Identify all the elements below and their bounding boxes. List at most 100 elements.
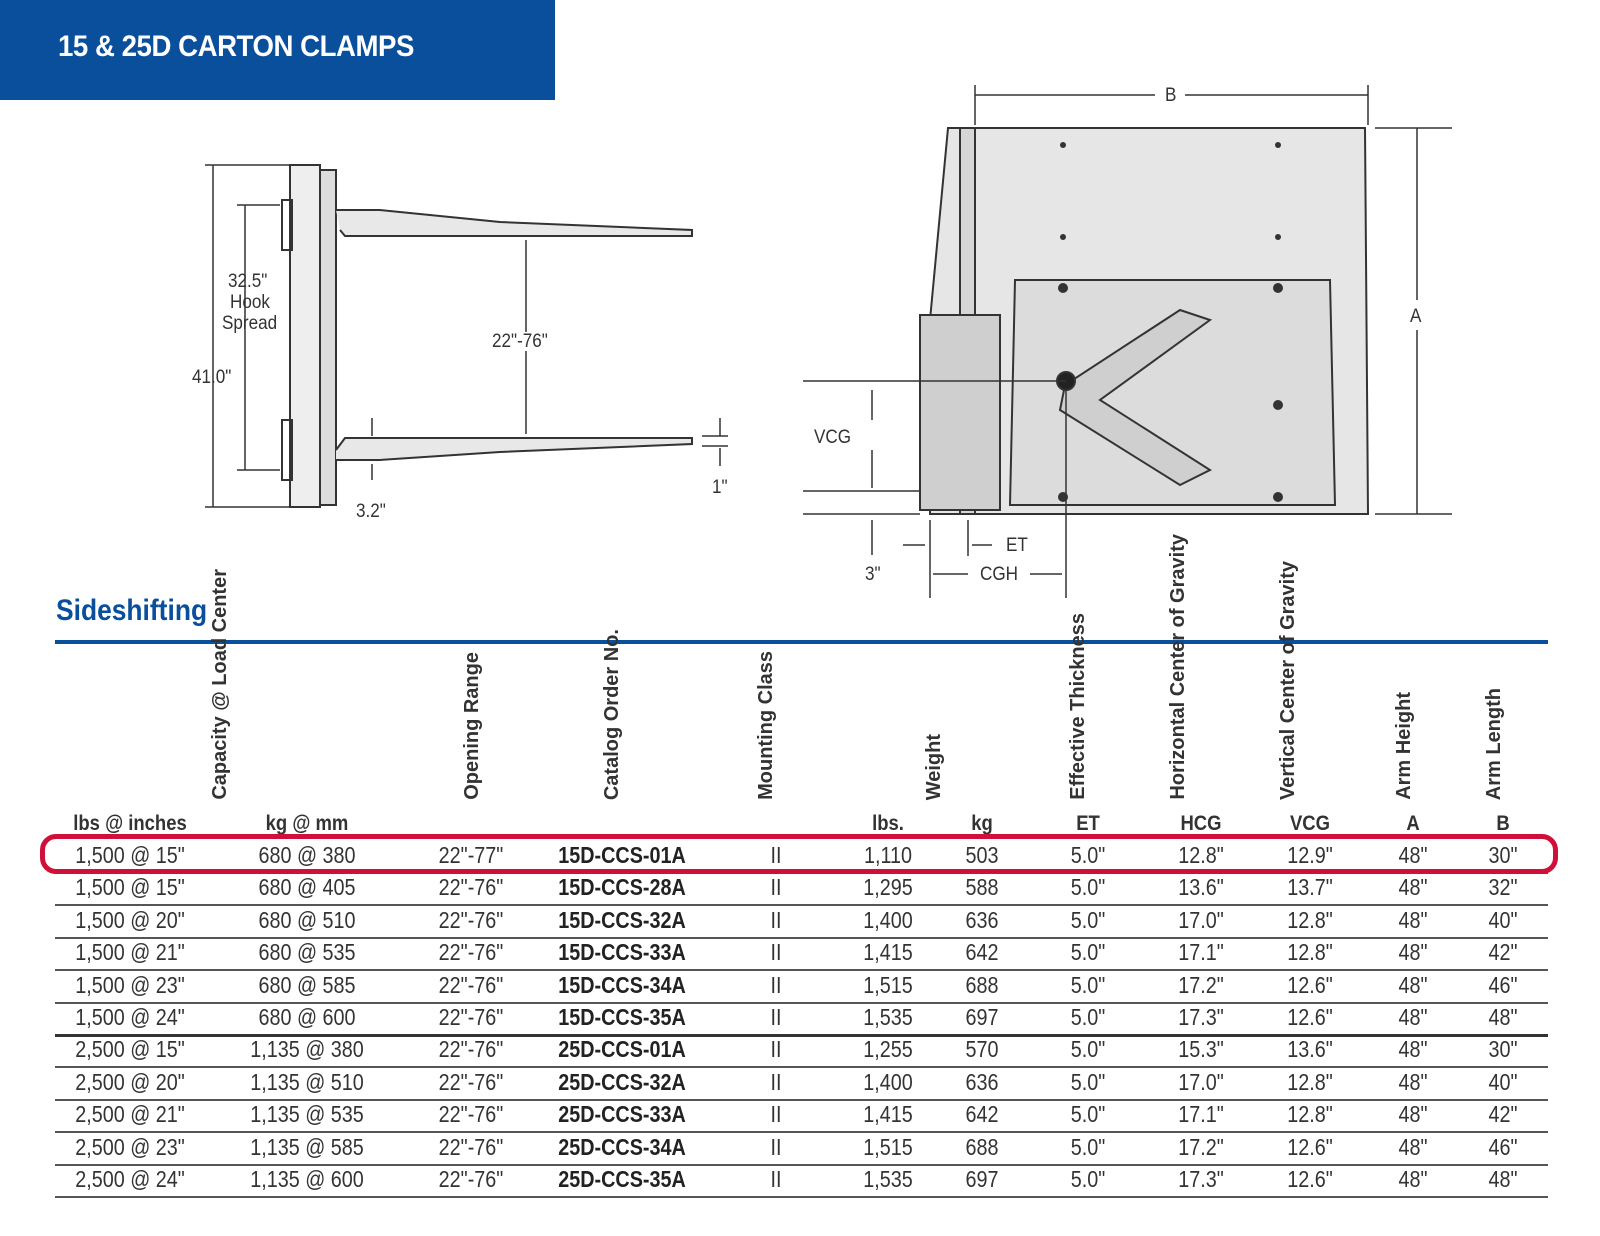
cell-catalog-no: 25D-CCS-01A (558, 1036, 686, 1063)
cell-capacity-lbs: 1,500 @ 15" (75, 842, 185, 868)
cell-hcg: 17.0" (1178, 1068, 1224, 1095)
dim-b-label: B (1165, 85, 1177, 106)
cell-weight-kg: 697 (965, 1166, 999, 1192)
cell-arm-height: 48" (1398, 906, 1428, 933)
cell-capacity-kg: 680 @ 510 (258, 906, 356, 933)
cell-weight-lbs: 1,295 (863, 874, 913, 901)
cell-arm-height: 48" (1398, 939, 1428, 966)
cell-weight-lbs: 1,535 (863, 1166, 913, 1192)
cell-opening-range: 22"-76" (438, 1133, 504, 1160)
cell-weight-kg: 642 (965, 939, 999, 966)
cell-capacity-lbs: 1,500 @ 15" (75, 874, 185, 901)
cell-weight-kg: 697 (965, 1004, 999, 1030)
cell-capacity-lbs: 2,500 @ 21" (75, 1101, 185, 1128)
cell-arm-length: 40" (1488, 906, 1518, 933)
cell-hcg: 17.3" (1178, 1004, 1224, 1030)
cell-arm-length: 32" (1488, 874, 1518, 901)
cell-capacity-kg: 680 @ 600 (258, 1004, 356, 1030)
cell-arm-height: 48" (1398, 1004, 1428, 1030)
cell-capacity-kg: 680 @ 585 (258, 971, 356, 998)
header-catalog: Catalog Order No. (601, 628, 623, 800)
cell-vcg: 12.8" (1287, 906, 1333, 933)
cell-arm-length: 46" (1488, 1133, 1518, 1160)
cell-effective-thickness: 5.0" (1070, 971, 1106, 998)
cell-catalog-no: 15D-CCS-35A (558, 1004, 686, 1030)
subheader-hcg: HCG (1180, 812, 1222, 835)
cell-weight-lbs: 1,415 (863, 1101, 913, 1128)
cell-mounting-class: II (770, 939, 782, 966)
table-row: 1,500 @ 21" 680 @ 535 22"-76" 15D-CCS-33A II… (55, 937, 1548, 972)
cell-weight-lbs: 1,110 (863, 842, 913, 868)
cell-vcg: 12.8" (1287, 1101, 1333, 1128)
cell-vcg: 13.7" (1287, 874, 1333, 901)
header-effective-thickness: Effective Thickness (1067, 613, 1089, 800)
header-hcg: Horizontal Center of Gravity (1167, 534, 1189, 800)
dim-a-label: A (1410, 306, 1422, 327)
cell-arm-length: 48" (1488, 1004, 1518, 1030)
cell-capacity-lbs: 1,500 @ 24" (75, 1004, 185, 1030)
cell-capacity-lbs: 1,500 @ 20" (75, 906, 185, 933)
cell-catalog-no: 15D-CCS-34A (558, 971, 686, 998)
cell-arm-length: 30" (1488, 842, 1518, 868)
hook-spread-value: 32.5" (228, 271, 268, 292)
cell-weight-lbs: 1,400 (863, 906, 913, 933)
cell-weight-lbs: 1,535 (863, 1004, 913, 1030)
cell-effective-thickness: 5.0" (1070, 1133, 1106, 1160)
cell-opening-range: 22"-76" (438, 1166, 504, 1192)
header-capacity: Capacity @ Load Center (209, 569, 231, 800)
cell-mounting-class: II (770, 1004, 782, 1030)
opening-range-value: 22"-76" (492, 331, 548, 352)
cell-weight-kg: 570 (965, 1036, 999, 1063)
cell-capacity-kg: 680 @ 380 (258, 842, 356, 868)
cell-weight-lbs: 1,515 (863, 971, 913, 998)
cell-arm-length: 40" (1488, 1068, 1518, 1095)
cell-effective-thickness: 5.0" (1070, 939, 1106, 966)
cell-capacity-kg: 1,135 @ 600 (250, 1166, 364, 1192)
cell-arm-length: 30" (1488, 1036, 1518, 1063)
cell-weight-kg: 688 (965, 971, 999, 998)
cell-arm-height: 48" (1398, 1101, 1428, 1128)
arm-thickness-value: 1" (712, 477, 728, 498)
cell-effective-thickness: 5.0" (1070, 1036, 1106, 1063)
cell-arm-length: 42" (1488, 939, 1518, 966)
cell-hcg: 17.2" (1178, 1133, 1224, 1160)
subheader-kg-mm: kg @ mm (265, 812, 349, 835)
subheader-et: ET (1076, 812, 1100, 835)
cell-capacity-kg: 680 @ 535 (258, 939, 356, 966)
cell-effective-thickness: 5.0" (1070, 1068, 1106, 1095)
cell-capacity-lbs: 2,500 @ 15" (75, 1036, 185, 1063)
cell-hcg: 17.2" (1178, 971, 1224, 998)
spread-label: Spread (222, 313, 278, 334)
cell-vcg: 12.6" (1287, 1004, 1333, 1030)
cell-capacity-kg: 1,135 @ 585 (250, 1133, 364, 1160)
subheader-b: B (1496, 812, 1510, 835)
cell-capacity-kg: 1,135 @ 510 (250, 1068, 364, 1095)
hook-label: Hook (230, 292, 270, 313)
cell-vcg: 12.6" (1287, 971, 1333, 998)
cell-arm-height: 48" (1398, 1068, 1428, 1095)
cell-mounting-class: II (770, 1101, 782, 1128)
cell-opening-range: 22"-76" (438, 1101, 504, 1128)
cell-weight-kg: 503 (965, 842, 999, 868)
cell-capacity-lbs: 1,500 @ 21" (75, 939, 185, 966)
cell-arm-height: 48" (1398, 1036, 1428, 1063)
cell-mounting-class: II (770, 874, 782, 901)
cell-catalog-no: 15D-CCS-32A (558, 906, 686, 933)
cell-weight-lbs: 1,400 (863, 1068, 913, 1095)
cell-catalog-no: 15D-CCS-33A (558, 939, 686, 966)
subheader-kg: kg (971, 812, 993, 835)
page-title: 15 & 25D CARTON CLAMPS (58, 30, 414, 63)
cell-opening-range: 22"-76" (438, 906, 504, 933)
cell-arm-height: 48" (1398, 874, 1428, 901)
cell-opening-range: 22"-76" (438, 939, 504, 966)
cell-capacity-lbs: 2,500 @ 24" (75, 1166, 185, 1192)
cell-arm-height: 48" (1398, 1166, 1428, 1192)
cell-catalog-no: 15D-CCS-28A (558, 874, 686, 901)
